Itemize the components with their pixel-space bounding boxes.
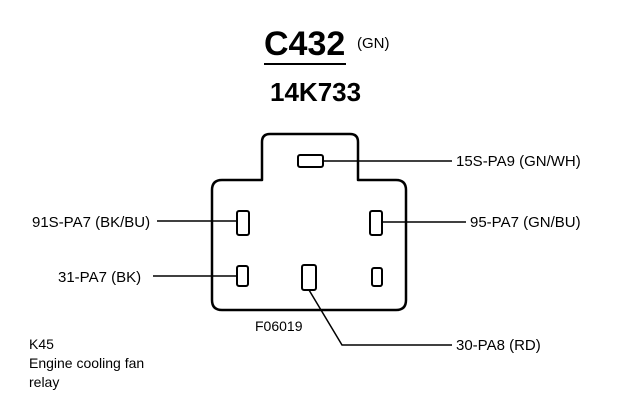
- pin-label-95: 95-PA7 (GN/BU): [470, 214, 581, 231]
- pin-cavity-15s: [297, 154, 324, 168]
- component-description: K45 Engine cooling fan relay: [29, 335, 144, 392]
- pin-cavity-31: [236, 265, 249, 287]
- pin-cavity-30: [301, 264, 317, 291]
- connector-color: (GN): [357, 35, 390, 52]
- component-name-line2: relay: [29, 374, 60, 390]
- connector-id: C432: [264, 25, 345, 63]
- leader-30: [308, 289, 452, 346]
- component-code: K45: [29, 336, 54, 352]
- pin-cavity-95: [369, 210, 383, 236]
- component-name-line1: Engine cooling fan: [29, 355, 145, 371]
- pin-cavity-91s: [236, 210, 250, 236]
- figure-code: F06019: [255, 318, 303, 334]
- pin-label-91s: 91S-PA7 (BK/BU): [32, 214, 150, 231]
- connector-housing: [210, 132, 408, 312]
- pin-cavity-empty: [371, 267, 383, 287]
- pin-label-15s: 15S-PA9 (GN/WH): [456, 153, 581, 170]
- part-number: 14K733: [270, 77, 361, 107]
- pin-label-31: 31-PA7 (BK): [58, 269, 141, 286]
- pin-label-30: 30-PA8 (RD): [456, 337, 541, 354]
